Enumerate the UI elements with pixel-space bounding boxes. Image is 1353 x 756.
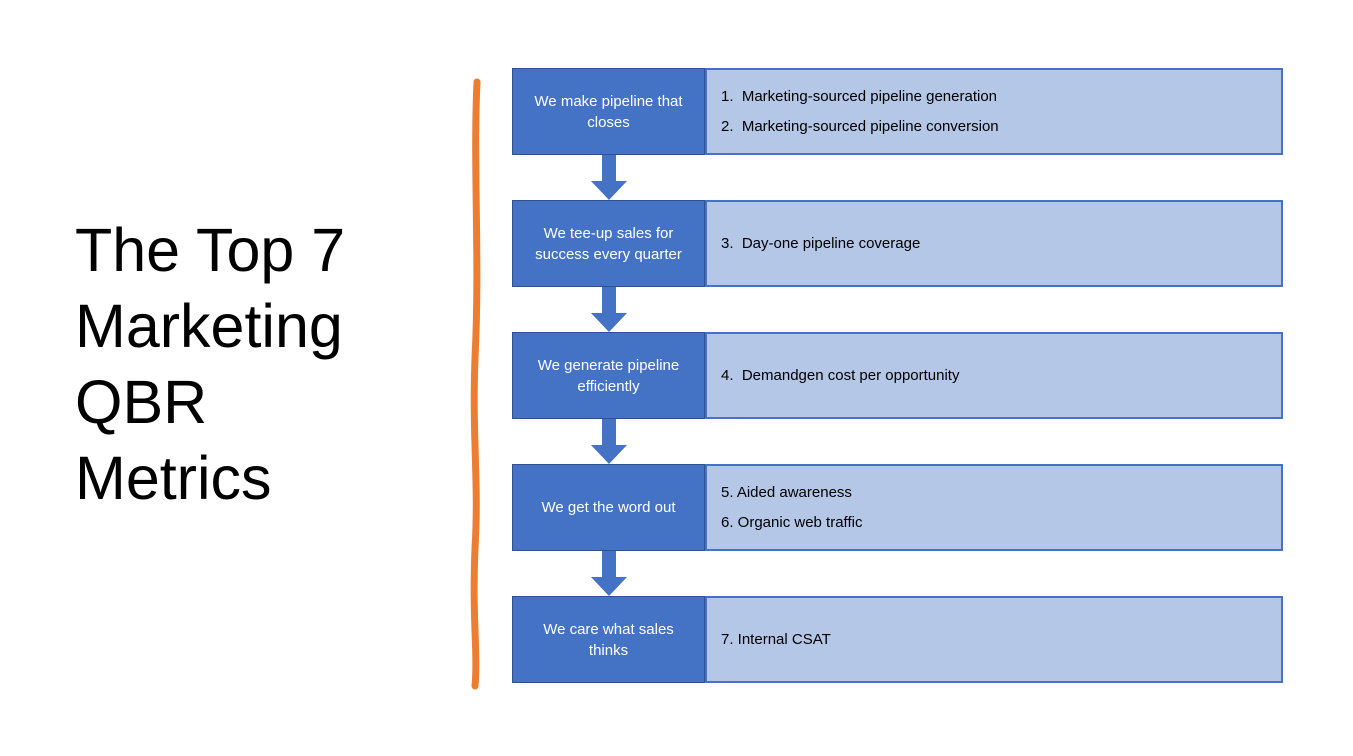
slide-title-line: Metrics [75,444,272,512]
arrow-gap [512,551,705,596]
down-arrow-icon [601,551,616,577]
slide-title-line: Marketing [75,292,343,360]
flow-step-label: We generate pipeline efficiently [537,356,680,395]
flow-step-label: We care what sales thinks [543,620,674,659]
flow-row: We generate pipeline efficiently 4. Dema… [512,332,1283,419]
flow-row: We tee-up sales for success every quarte… [512,200,1283,287]
slide-title: The Top 7 Marketing QBR Metrics [75,212,455,516]
slide-title-line: The Top 7 [75,216,346,284]
metric-list-box: 7. Internal CSAT [705,596,1283,683]
metric-item: 7. Internal CSAT [721,631,831,648]
metric-item: 1. Marketing-sourced pipeline generation [721,88,997,105]
metrics-flow-diagram: We make pipeline that closes 1. Marketin… [512,68,1283,683]
flow-step-label: We tee-up sales for success every quarte… [535,224,682,263]
metric-item: 6. Organic web traffic [721,514,863,531]
flow-step-label: We get the word out [541,499,676,516]
flow-row: We make pipeline that closes 1. Marketin… [512,68,1283,155]
flow-step-box: We care what sales thinks [512,596,705,683]
metric-list-box: 4. Demandgen cost per opportunity [705,332,1283,419]
flow-step-box: We make pipeline that closes [512,68,705,155]
down-arrow-icon [601,419,616,445]
flow-row: We care what sales thinks 7. Internal CS… [512,596,1283,683]
metric-list-box: 1. Marketing-sourced pipeline generation… [705,68,1283,155]
slide-title-line: QBR [75,368,208,436]
flow-step-box: We get the word out [512,464,705,551]
metric-item: 5. Aided awareness [721,484,852,501]
arrow-gap [512,287,705,332]
metric-item: 4. Demandgen cost per opportunity [721,367,960,384]
metric-list-box: 3. Day-one pipeline coverage [705,200,1283,287]
flow-step-label: We make pipeline that closes [534,92,683,131]
flow-row: We get the word out 5. Aided awareness 6… [512,464,1283,551]
arrow-gap [512,155,705,200]
flow-step-box: We generate pipeline efficiently [512,332,705,419]
metric-item: 2. Marketing-sourced pipeline conversion [721,118,999,135]
accent-divider-line [470,78,481,690]
down-arrow-icon [601,287,616,313]
arrow-gap [512,419,705,464]
flow-step-box: We tee-up sales for success every quarte… [512,200,705,287]
metric-item: 3. Day-one pipeline coverage [721,235,921,252]
down-arrow-icon [601,155,616,181]
metric-list-box: 5. Aided awareness 6. Organic web traffi… [705,464,1283,551]
